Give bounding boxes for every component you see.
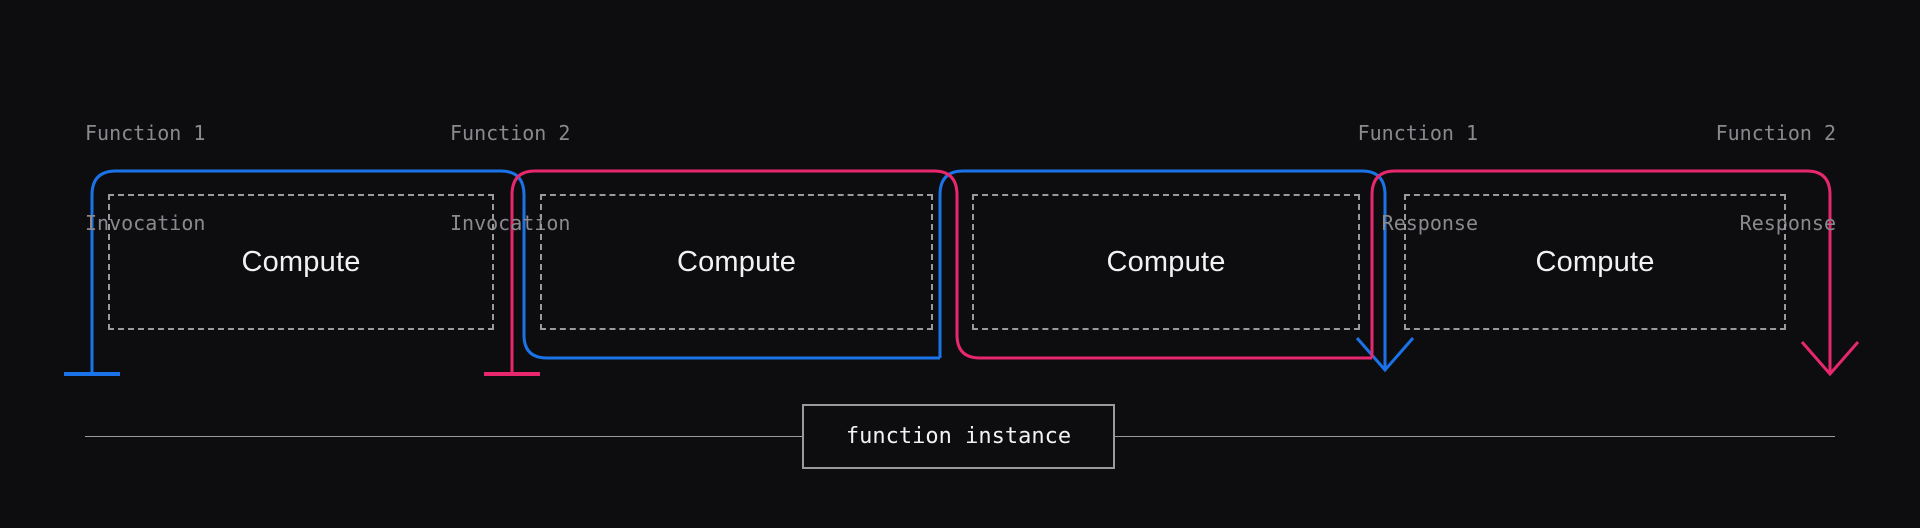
function-2-response-exit — [1806, 169, 1832, 372]
label-function-1-invocation-line2: Invocation — [85, 211, 206, 235]
function-1-start-stem — [90, 169, 501, 374]
compute-box-4: Compute — [1404, 194, 1786, 330]
function-2-arrow-down-icon — [1800, 341, 1860, 377]
label-function-2-response-line2: Response — [1739, 211, 1836, 235]
label-function-2-invocation-line1: Function 2 — [450, 121, 571, 145]
label-function-2-invocation: Function 2 Invocation — [450, 58, 570, 298]
label-function-1-response-line1: Function 1 — [1357, 121, 1478, 145]
function-1-response-exit — [1361, 169, 1387, 368]
compute-box-2: Compute — [540, 194, 933, 330]
label-function-2-response: Function 2 Response — [1586, 58, 1836, 298]
function-instance-label: function instance — [845, 424, 1072, 449]
compute-box-3: Compute — [972, 194, 1360, 330]
compute-box-1: Compute — [108, 194, 494, 330]
label-function-1-invocation: Function 1 Invocation — [85, 58, 205, 298]
function-instance-box: function instance — [802, 404, 1115, 469]
function-1-segment-3-entry — [938, 169, 1362, 358]
function-2-segment-4-entry — [1370, 169, 1807, 358]
function-2-start-stem — [510, 169, 934, 374]
compute-box-1-label: Compute — [241, 245, 361, 278]
compute-box-4-label: Compute — [1535, 245, 1655, 278]
function-1-arrow-down-icon — [1355, 337, 1415, 373]
function-1-segment-1-exit — [500, 169, 940, 360]
function-1-flow — [64, 169, 1415, 376]
function-2-flow — [484, 169, 1860, 377]
label-function-1-invocation-line1: Function 1 — [85, 121, 206, 145]
function-2-segment-2-exit — [933, 169, 1372, 360]
compute-box-2-label: Compute — [676, 245, 797, 278]
label-function-1-response-line2: Response — [1381, 211, 1478, 235]
label-function-2-invocation-line2: Invocation — [450, 211, 571, 235]
compute-box-3-label: Compute — [1106, 245, 1226, 278]
label-function-1-response: Function 1 Response — [1228, 58, 1478, 298]
label-function-2-response-line1: Function 2 — [1715, 121, 1836, 145]
